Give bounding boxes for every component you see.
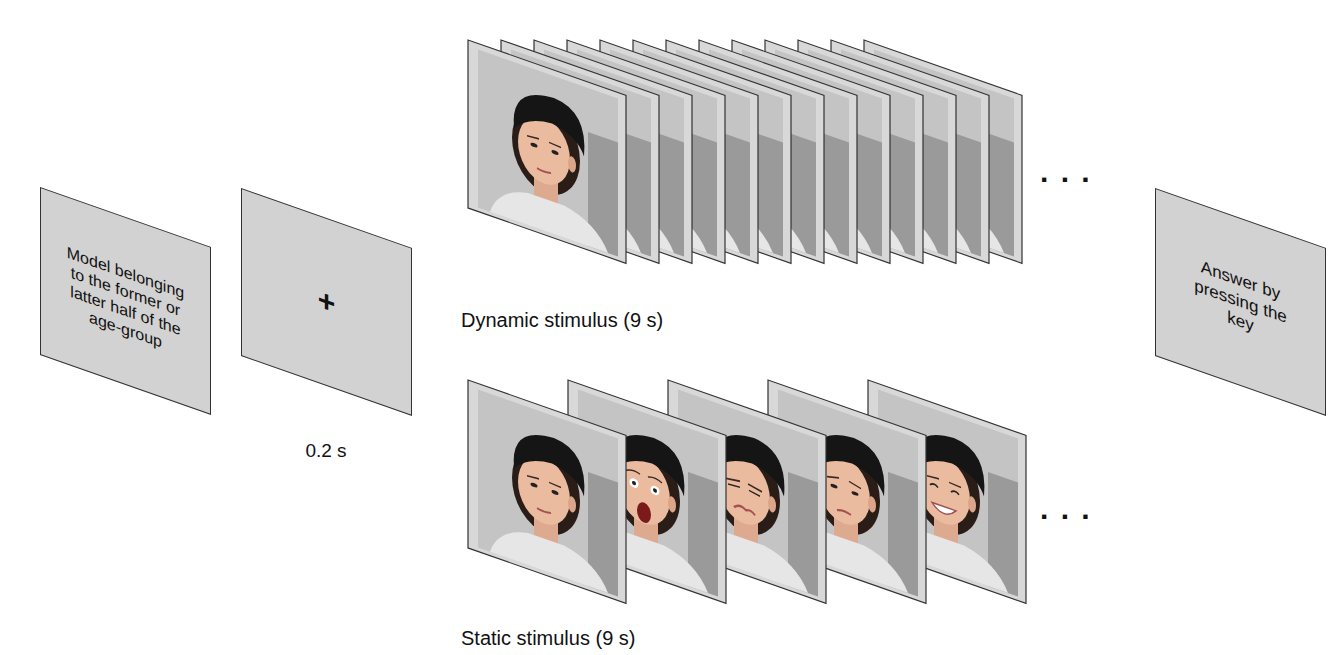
static-frames: [468, 380, 1026, 603]
card-text: +: [263, 262, 390, 342]
ellipsis: . . .: [1040, 492, 1092, 526]
fixation-card: +0.2 s: [241, 188, 412, 456]
stimulus-label: Dynamic stimulus (9 s): [461, 308, 663, 332]
instruction-card: Model belonging to the former or latter …: [40, 187, 211, 455]
stimulus-label: Static stimulus (9 s): [461, 626, 635, 650]
dynamic-frames: [468, 40, 1022, 263]
dynamic-stimulus: Dynamic stimulus (9 s): [461, 40, 1036, 332]
duration-label: 0.2 s: [276, 440, 376, 463]
card-text: Answer by pressing the key: [1179, 250, 1302, 354]
card-shape: +: [241, 188, 412, 416]
card-shape: Answer by pressing the key: [1155, 188, 1326, 416]
static-stimulus: Static stimulus (9 s): [461, 380, 1036, 650]
response-card: Answer by pressing the key: [1155, 188, 1326, 456]
card-shape: Model belonging to the former or latter …: [40, 187, 211, 415]
ellipsis: . . .: [1040, 155, 1092, 189]
card-text: Model belonging to the former or latter …: [62, 240, 189, 361]
